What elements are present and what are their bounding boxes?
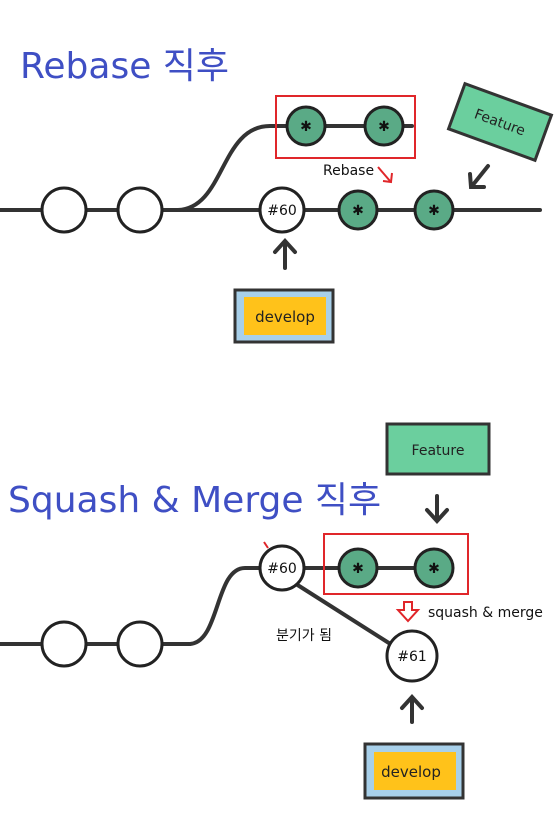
squash-feature-arrow-head: [425, 508, 449, 524]
rebase-title: Rebase 직후: [20, 46, 229, 87]
rebase-commit-2: [116, 186, 164, 234]
asterisk-icon: ✱: [428, 561, 440, 577]
squash-feature-label: Feature: [412, 443, 465, 459]
squash-highlight-box: [323, 533, 469, 595]
asterisk-icon: ✱: [428, 203, 440, 219]
squash-title: Squash & Merge 직후: [8, 480, 381, 521]
asterisk-icon: ✱: [378, 119, 390, 135]
squash-commit-1: [40, 620, 88, 668]
asterisk-icon: ✱: [352, 561, 364, 577]
squash-annotation: squash & merge: [428, 605, 543, 621]
squash-commit-61-label: #61: [397, 649, 427, 665]
rebase-commit-60-label: #60: [267, 203, 297, 219]
rebase-annotation: Rebase: [323, 163, 374, 179]
squash-diagonal-line: [294, 582, 394, 647]
rebase-feature-tag: Feature: [446, 81, 554, 163]
rebase-commit-60: [258, 186, 306, 234]
squash-commit-2: [116, 620, 164, 668]
rebase-new-feature-commit-2: [413, 189, 455, 231]
rebase-develop-tag: develop: [233, 288, 335, 344]
squash-commit-60-label: #60: [267, 561, 297, 577]
rebase-feature-arrow: [470, 164, 490, 188]
rebase-highlight-box: [275, 95, 416, 159]
squash-red-down-arrow-icon: [395, 601, 421, 623]
rebase-branch-line: [176, 124, 414, 212]
squash-feature-commit-1: [337, 547, 379, 589]
rebase-commit-1: [40, 186, 88, 234]
asterisk-icon: ✱: [352, 203, 364, 219]
rebase-develop-arrow-head: [273, 238, 297, 254]
squash-develop-arrow-head: [400, 694, 424, 710]
rebase-develop-label: develop: [255, 308, 315, 326]
rebase-red-arrow: [377, 166, 391, 182]
squash-develop-label: develop: [381, 763, 441, 781]
squash-branch-line: [188, 566, 262, 646]
rebase-old-feature-commit-2: [363, 105, 405, 147]
rebase-new-feature-commit-1: [337, 189, 379, 231]
rebase-old-feature-commit-1: [285, 105, 327, 147]
squash-feature-commit-2: [413, 547, 455, 589]
squash-develop-tag: develop: [363, 742, 465, 800]
squash-feature-tag: Feature: [385, 422, 491, 476]
asterisk-icon: ✱: [300, 119, 312, 135]
squash-commit-60: [258, 544, 306, 592]
rebase-red-arrow-head: [382, 172, 393, 184]
squash-red-tick: [263, 541, 269, 549]
squash-branch-note: 분기가 됨: [276, 628, 332, 644]
squash-commit-61: [385, 629, 439, 683]
rebase-feature-arrow-head: [468, 172, 486, 189]
